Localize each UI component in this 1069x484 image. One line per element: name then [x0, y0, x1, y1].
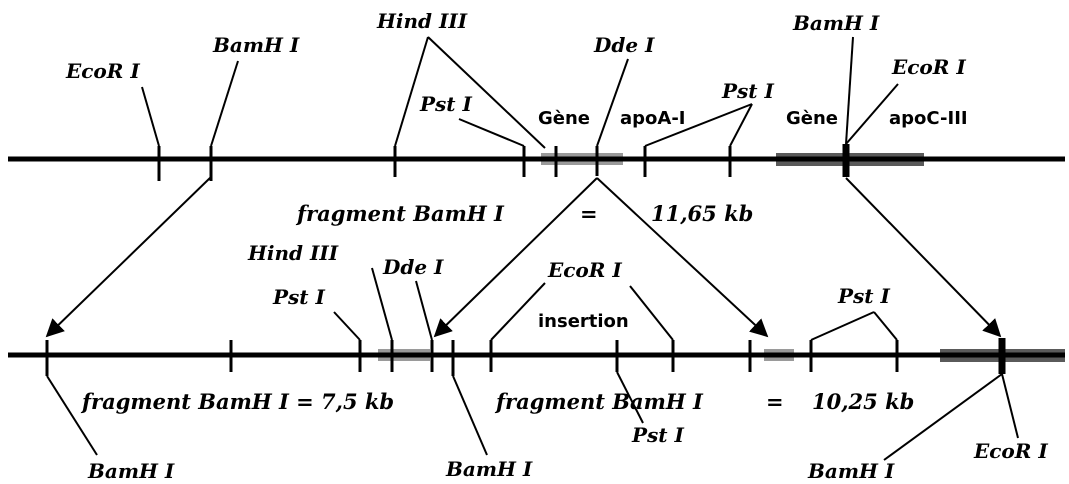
top-bamhi-left-label: BamH I — [212, 33, 300, 57]
bottom-fragment-right-size: 10,25 kb — [812, 389, 914, 414]
top-fragment-label: fragment BamH I — [295, 201, 505, 226]
top-gene-a-label: Gène — [538, 108, 590, 129]
top-gene-c-label: Gène — [786, 108, 838, 129]
bottom-bamhi-left-label: BamH I — [87, 459, 175, 483]
arrow-bamhi-right — [845, 177, 1002, 338]
top-apoc-label: apoC-III — [889, 108, 968, 129]
top-psti-left-label: Pst I — [419, 92, 473, 116]
top-ddei-leader — [596, 58, 629, 147]
top-apoa-label: apoA-I — [620, 108, 686, 129]
arrow-bamhi-left — [45, 176, 212, 338]
bottom-psti-right-leader-b — [873, 311, 898, 341]
top-ecori-left-leader — [141, 86, 160, 147]
top-hindiii-label: Hind III — [376, 9, 468, 33]
bottom-bamhi-right-label: BamH I — [807, 459, 895, 483]
top-fragment-equals: = — [580, 201, 598, 226]
top-map: EcoR I BamH I Hind III Pst I Gène Dde I … — [8, 9, 1065, 226]
bottom-bamhi-mid-label: BamH I — [445, 457, 533, 481]
top-ddei-label: Dde I — [593, 33, 655, 57]
bottom-bamhi-left-leader — [46, 375, 98, 456]
bottom-psti-right-label: Pst I — [837, 284, 891, 308]
bottom-ddei-label: Dde I — [382, 255, 444, 279]
bottom-psti-right-leader-a — [810, 311, 875, 341]
bottom-psti-below-leader — [616, 371, 644, 424]
bottom-psti-left-leader — [333, 311, 361, 341]
bottom-ecori-mid-label: EcoR I — [547, 258, 622, 282]
bottom-ddei-leader — [415, 280, 433, 341]
bottom-map: Hind III Pst I Dde I EcoR I insertion Ps… — [8, 241, 1065, 483]
bottom-bamhi-mid-leader — [452, 375, 488, 456]
top-bamhi-right-label: BamH I — [792, 11, 880, 35]
top-hindiii-leader-a — [394, 36, 429, 147]
bottom-insertion-label: insertion — [538, 311, 629, 332]
top-bamhi-left-leader — [210, 60, 239, 147]
bottom-fragment-right-label: fragment BamH I — [494, 389, 704, 414]
top-fragment-size: 11,65 kb — [651, 201, 753, 226]
arrow-ddei-right — [596, 177, 769, 338]
top-ecori-right-leader — [845, 83, 899, 145]
top-ecori-right-label: EcoR I — [891, 55, 966, 79]
bottom-ecori-right-label: EcoR I — [973, 439, 1048, 463]
arrow-ddei-left — [433, 177, 598, 338]
bottom-ecori-right-leader — [1001, 373, 1019, 439]
top-hindiii-leader-b — [427, 36, 546, 149]
bottom-fragment-right-equals: = — [766, 389, 784, 414]
top-psti-right-leader-b — [729, 103, 753, 147]
bottom-psti-below-label: Pst I — [631, 423, 685, 447]
bottom-fragment-left-label: fragment BamH I = 7,5 kb — [80, 389, 394, 414]
bottom-ecori-mid-leader-b — [629, 285, 674, 341]
bottom-hindiii-label: Hind III — [247, 241, 339, 265]
top-ecori-left-label: EcoR I — [65, 59, 140, 83]
mapping-arrows — [45, 176, 1002, 338]
bottom-hindiii-leader — [371, 267, 393, 341]
bottom-psti-left-label: Pst I — [272, 285, 326, 309]
bottom-ecori-mid-leader-a — [490, 282, 546, 341]
top-psti-right-leader-a — [644, 103, 753, 147]
top-psti-left-leader — [458, 118, 525, 147]
bottom-bamhi-right-leader — [883, 373, 1003, 461]
top-bamhi-right-leader — [845, 36, 854, 145]
top-psti-right-label: Pst I — [721, 79, 775, 103]
